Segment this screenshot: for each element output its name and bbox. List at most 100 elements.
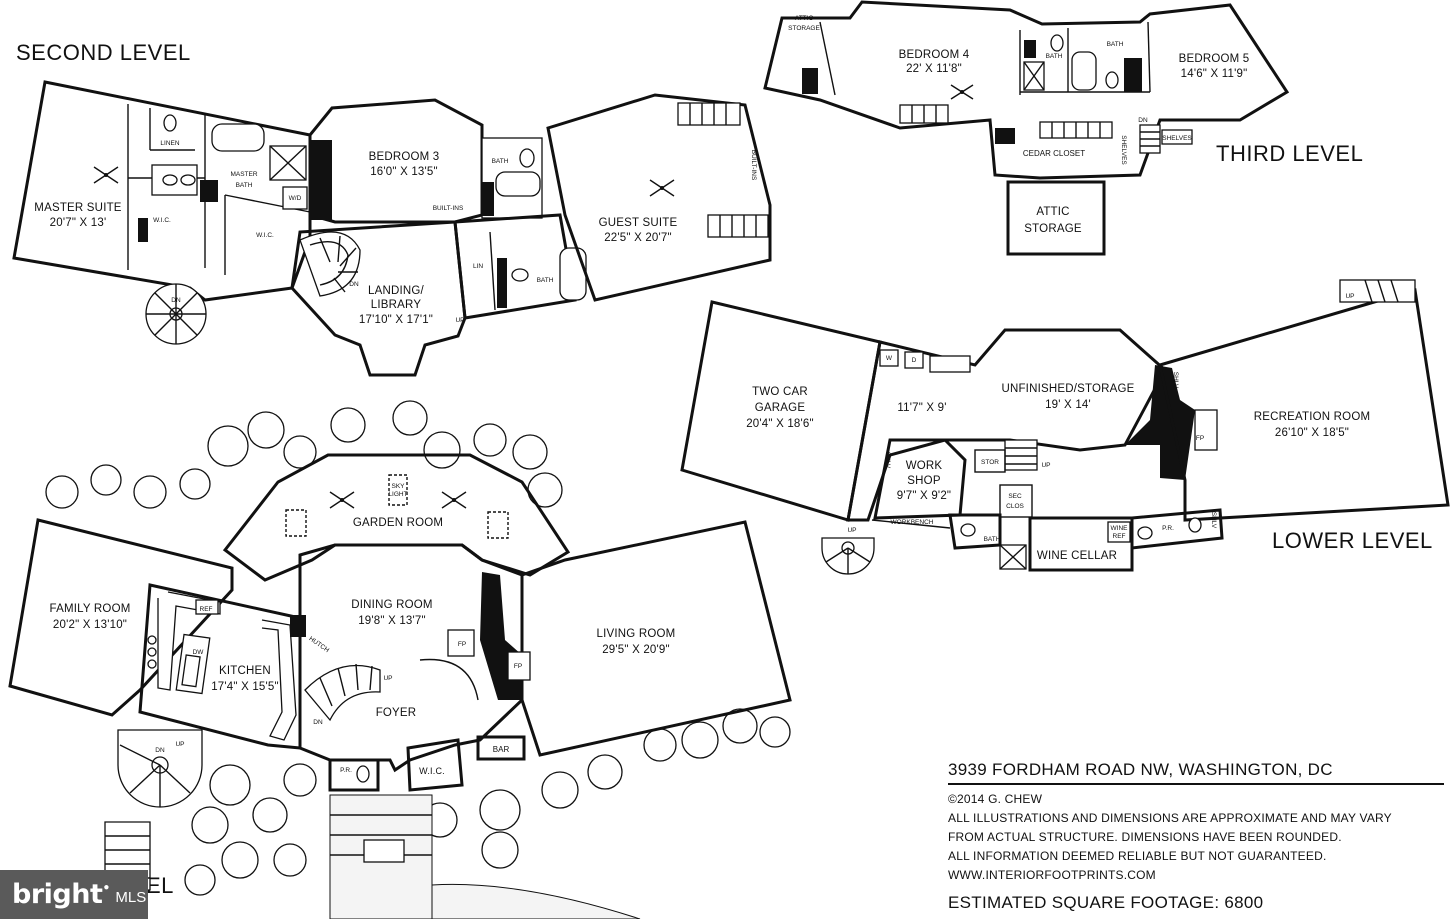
- kitchen-dims: 17'4" X 15'5": [211, 681, 279, 693]
- unfinished-dims: 19' X 14': [1045, 399, 1091, 411]
- disclaimer-line-2: FROM ACTUAL STRUCTURE. DIMENSIONS HAVE B…: [948, 830, 1342, 844]
- ceiling-fan-icon-2: [649, 179, 675, 197]
- website-link[interactable]: WWW.INTERIORFOOTPRINTS.COM: [948, 868, 1156, 882]
- garage-name: TWO CAR: [752, 386, 808, 398]
- hutch-label: HUTCH: [308, 635, 331, 654]
- living-room-outline: [520, 520, 792, 757]
- third-tub: [1071, 51, 1097, 91]
- dn-label-3: DN: [1138, 117, 1148, 124]
- wic-label-1: W.I.C.: [153, 217, 171, 224]
- skylight-label-1: SKY: [391, 483, 405, 490]
- fp-label-lower: FP: [1196, 435, 1204, 442]
- bar-label: BAR: [493, 745, 510, 754]
- shlv-label-3: SHLV: [1210, 512, 1217, 529]
- bedroom3-dims: 16'0" X 13'5": [370, 166, 438, 178]
- lower-level-plan: TWO CAR GARAGE 20'4" X 18'6" W D 11'7" X…: [680, 279, 1450, 575]
- skylight-label-1b: LIGHT: [388, 491, 407, 498]
- landing-dims: 17'10" X 17'1": [359, 314, 433, 326]
- dw-label: DW: [193, 649, 205, 656]
- ceiling-fan-icon-5: [441, 491, 467, 509]
- third-level-plan: ATTIC STORAGE BEDROOM 4 22' X 11'8" BATH…: [763, 0, 1290, 256]
- workshop-dims: 9'7" X 9'2": [897, 490, 951, 502]
- fp-label-2: FP: [514, 663, 522, 670]
- stor-label: STOR: [981, 459, 999, 466]
- built-ins-label-2: BUILT-INS: [750, 150, 757, 181]
- garden-room-outline: [222, 453, 571, 582]
- bedroom4-name: BEDROOM 4: [899, 49, 970, 61]
- attic-storage-small-a: ATTIC: [795, 15, 814, 22]
- garage-name-2: GARAGE: [755, 402, 806, 414]
- bar-outline: [476, 735, 526, 761]
- garage-dims: 20'4" X 18'6": [746, 418, 814, 430]
- up-label-lower-2: UP: [1041, 462, 1050, 469]
- ceiling-fan-icon: [93, 166, 119, 184]
- workbench-label: WORKBENCH: [891, 519, 934, 526]
- shlv-label-2: SHLV: [884, 452, 891, 469]
- shlv-label-1: SHLV: [1172, 372, 1179, 389]
- dn-label-1: DN: [171, 297, 181, 304]
- disclaimer-line-3: ALL INFORMATION DEEMED RELIABLE BUT NOT …: [948, 849, 1327, 863]
- up-label-lower-3: UP: [847, 527, 856, 534]
- guest-suite-outline: [546, 93, 772, 302]
- bath-tub-2: [495, 171, 541, 197]
- ceiling-fan-icon-4: [329, 491, 355, 509]
- kitchen-outline: [138, 583, 302, 750]
- third-level-outline: [763, 0, 1290, 180]
- family-room-dims: 20'2" X 13'10": [53, 619, 127, 631]
- cedar-closet-label: CEDAR CLOSET: [1023, 149, 1085, 158]
- foyer-stair-icon: [304, 663, 381, 722]
- pr-label-lower: P.R.: [1162, 525, 1174, 532]
- master-suite-dims: 20'7" X 13': [50, 217, 107, 229]
- guest-suite-name: GUEST SUITE: [599, 217, 678, 229]
- laundry-dims: 11'7" X 9': [897, 402, 946, 414]
- address-title: 3939 FORDHAM ROAD NW, WASHINGTON, DC: [948, 760, 1333, 779]
- spiral-stair-icon: [145, 283, 207, 345]
- dn-label-main: DN: [313, 719, 323, 726]
- washer-label: W: [886, 355, 893, 362]
- up-label-west: UP: [175, 741, 184, 748]
- master-suite-name: MASTER SUITE: [34, 202, 122, 214]
- bath-label-bed3: BATH: [492, 158, 509, 165]
- master-bath-label-2: BATH: [236, 182, 253, 189]
- disclaimer-line-1: ALL ILLUSTRATIONS AND DIMENSIONS ARE APP…: [948, 811, 1392, 825]
- workshop-name: WORK: [906, 460, 943, 472]
- wd-label: W/D: [289, 195, 302, 202]
- dining-room-dims: 19'8" X 13'7": [358, 615, 426, 627]
- mls-wordmark: MLS: [115, 889, 147, 906]
- wic-main-outline: [406, 738, 464, 792]
- west-spiral-stair-icon: [117, 729, 203, 808]
- attic-storage-a: ATTIC: [1036, 206, 1069, 218]
- shelves-label-3b: SHELVES: [1162, 135, 1192, 142]
- guest-suite-dims: 22'5" X 20'7": [604, 232, 672, 244]
- workshop-outline: [873, 438, 967, 520]
- bath-label-guest: BATH: [537, 277, 554, 284]
- bright-dot-icon: ●: [103, 882, 110, 893]
- second-level-plan: W/D LINEN MASTER BATH W.I.C. W.I.C. MAST…: [12, 80, 772, 377]
- bath-label-3b: BATH: [1107, 41, 1124, 48]
- lower-spiral-stair-icon: [821, 537, 875, 575]
- attic-storage-small-b: STORAGE: [788, 25, 820, 32]
- recreation-dims: 26'10" X 18'5": [1275, 427, 1349, 439]
- recreation-name: RECREATION ROOM: [1254, 411, 1371, 423]
- main-level-plan: SKY LIGHT GARDEN ROOM FAMILY ROOM 20'2" …: [8, 400, 792, 919]
- dn-label-west: DN: [155, 747, 165, 754]
- square-footage: ESTIMATED SQUARE FOOTAGE: 6800: [948, 893, 1264, 912]
- curved-stair-icon: [299, 231, 361, 297]
- ref-label: REF: [200, 606, 213, 613]
- sec-clos-label-2: CLOS: [1006, 503, 1024, 510]
- sec-clos-label: SEC: [1008, 493, 1022, 500]
- family-room-name: FAMILY ROOM: [49, 603, 130, 615]
- workshop-name-2: SHOP: [907, 475, 941, 487]
- landing-outline: [290, 220, 467, 377]
- wine-cellar-label: WINE CELLAR: [1037, 550, 1117, 562]
- wic-main-label: W.I.C.: [419, 766, 445, 776]
- pr-main-outline: [328, 758, 380, 792]
- recreation-outline: [1158, 288, 1450, 522]
- built-ins-label: BUILT-INS: [433, 205, 464, 212]
- landing-name: LANDING/: [368, 285, 425, 297]
- landing-name-2: LIBRARY: [371, 299, 422, 311]
- pr-main-label: P.R.: [340, 767, 352, 774]
- up-label-1: UP: [455, 317, 464, 324]
- bedroom4-dims: 22' X 11'8": [906, 63, 962, 75]
